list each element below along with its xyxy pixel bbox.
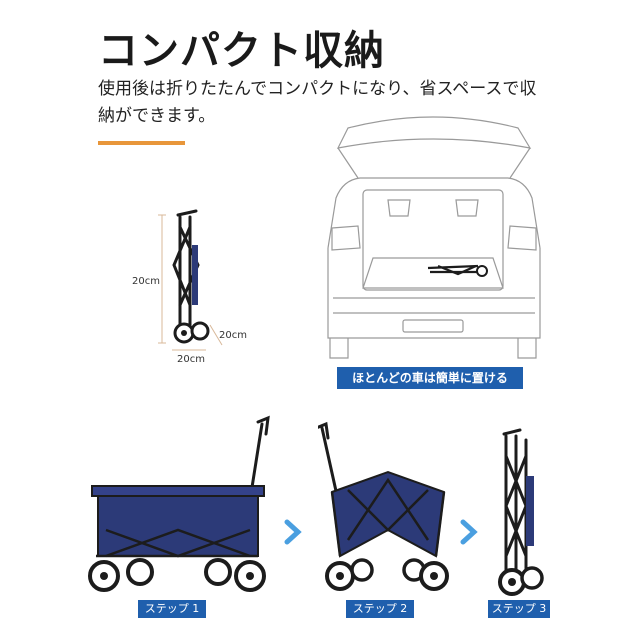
wagon-step3-image [498, 428, 544, 596]
width-dimension-label: 20cm [177, 354, 205, 365]
car-caption-label: ほとんどの車は簡単に置ける [337, 367, 523, 389]
step-1-label: ステップ 1 [138, 600, 206, 618]
wagon-step2-image [318, 421, 449, 591]
chevron-right-icon [284, 519, 302, 545]
chevron-right-icon [460, 519, 478, 545]
height-dimension-label: 20cm [132, 276, 160, 287]
accent-divider [98, 141, 185, 145]
description-text: 使用後は折りたたんでコンパクトになり、省スペースで収納ができます。 [98, 79, 537, 126]
car-trunk-illustration [327, 116, 541, 359]
depth-dimension-label: 20cm [219, 330, 247, 341]
dimension-lines [158, 214, 223, 351]
step-3-label: ステップ 3 [488, 600, 550, 618]
folded-wagon-figure [158, 209, 223, 351]
step-2-label: ステップ 2 [346, 600, 414, 618]
page-title: コンパクト収納 [98, 28, 385, 74]
wagon-step1-image [88, 415, 270, 592]
